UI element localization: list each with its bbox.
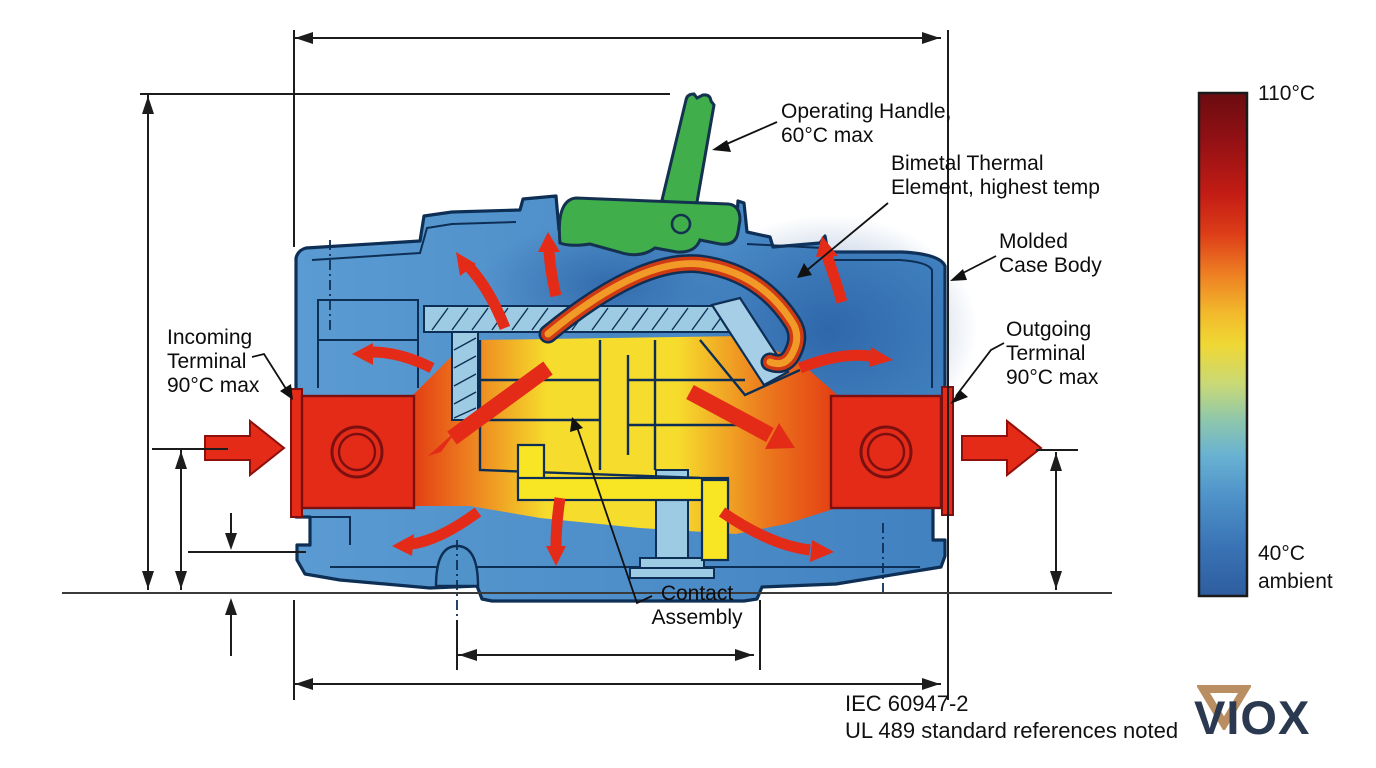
- bimetal-thermal-element: [538, 254, 807, 374]
- label-operating-handle: Operating Handle, 60°C max: [781, 100, 952, 147]
- temperature-colorbar: [1197, 91, 1249, 598]
- outgoing-terminal: [829, 386, 954, 516]
- viox-logo: VIOX: [1194, 684, 1354, 758]
- viox-logo-triangle-icon: [1197, 685, 1251, 730]
- label-bimetal-element: Bimetal Thermal Element, highest temp: [891, 152, 1100, 199]
- handle-base: [557, 196, 742, 257]
- label-incoming-terminal: Incoming Terminal 90°C max: [167, 326, 260, 397]
- current-in-arrow: [204, 418, 286, 478]
- handle-lever: [660, 92, 716, 208]
- colorbar-max-label: 110°C: [1258, 82, 1316, 105]
- current-out-arrow: [961, 418, 1043, 478]
- viox-logo-text: VIOX: [1194, 691, 1311, 744]
- incoming-terminal: [290, 388, 416, 518]
- label-molded-case: Molded Case Body: [999, 230, 1102, 277]
- label-outgoing-terminal: Outgoing Terminal 90°C max: [1006, 318, 1099, 389]
- yellow-strap-bottom: [516, 476, 730, 502]
- standards-note: IEC 60947-2 UL 489 standard references n…: [845, 691, 1179, 743]
- leader-lines: [251, 121, 1005, 605]
- label-contact-assembly: Contact Assembly: [651, 582, 743, 629]
- handle-pivot: [670, 213, 692, 235]
- colorbar-min-label: 40°C ambient: [1258, 542, 1333, 593]
- dimension-lines: [62, 30, 1112, 700]
- contact-assembly: [478, 296, 801, 579]
- heat-flow-arrows: [352, 232, 893, 566]
- operating-handle: [557, 92, 742, 257]
